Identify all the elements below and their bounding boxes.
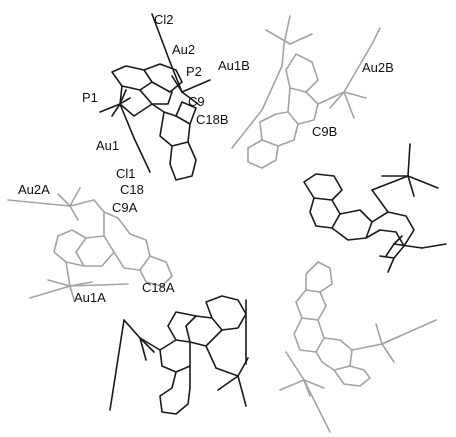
label-au1: Au1 <box>96 138 119 153</box>
label-cl2: Cl2 <box>154 12 174 27</box>
atom-labels: Cl2 Au2 P2 Au1B Au2B P1 C9 C18B C9B Au1 … <box>18 12 394 305</box>
label-au2b: Au2B <box>362 60 394 75</box>
label-c18a: C18A <box>142 280 175 295</box>
bond-p-au1b <box>261 65 283 111</box>
label-p2: P2 <box>186 64 202 79</box>
bond-p1-arm <box>99 103 121 113</box>
label-cl1: Cl1 <box>116 166 136 181</box>
label-p1: P1 <box>82 90 98 105</box>
bond-au2-p2 <box>169 61 183 93</box>
bond-au2a <box>7 199 71 207</box>
ring-upper-right <box>143 63 183 93</box>
label-c9: C9 <box>188 94 205 109</box>
molecule-2-light <box>231 15 381 169</box>
label-c18b: C18B <box>196 112 229 127</box>
ring-lower-a <box>151 103 191 147</box>
label-au2a: Au2A <box>18 182 50 197</box>
label-au2: Au2 <box>172 42 195 57</box>
bond-cl2-au2 <box>151 13 171 63</box>
bond-p-au2b <box>343 43 373 93</box>
molecule-6-light <box>279 261 437 433</box>
bond-au1a <box>29 285 71 299</box>
label-au1a: Au1A <box>74 290 106 305</box>
label-c9a: C9A <box>112 200 138 215</box>
molecule-5-dark <box>109 295 249 415</box>
molecule-4-light <box>7 187 173 301</box>
bond-au1-cl1 <box>133 137 151 173</box>
ring-lower-b <box>169 141 197 181</box>
molecule-1-dark <box>99 13 211 181</box>
label-c9b: C9B <box>312 124 337 139</box>
label-au1b: Au1B <box>218 58 250 73</box>
molecule-3-dark <box>303 143 447 273</box>
bond-p1-au1 <box>119 103 135 139</box>
label-c18: C18 <box>120 182 144 197</box>
